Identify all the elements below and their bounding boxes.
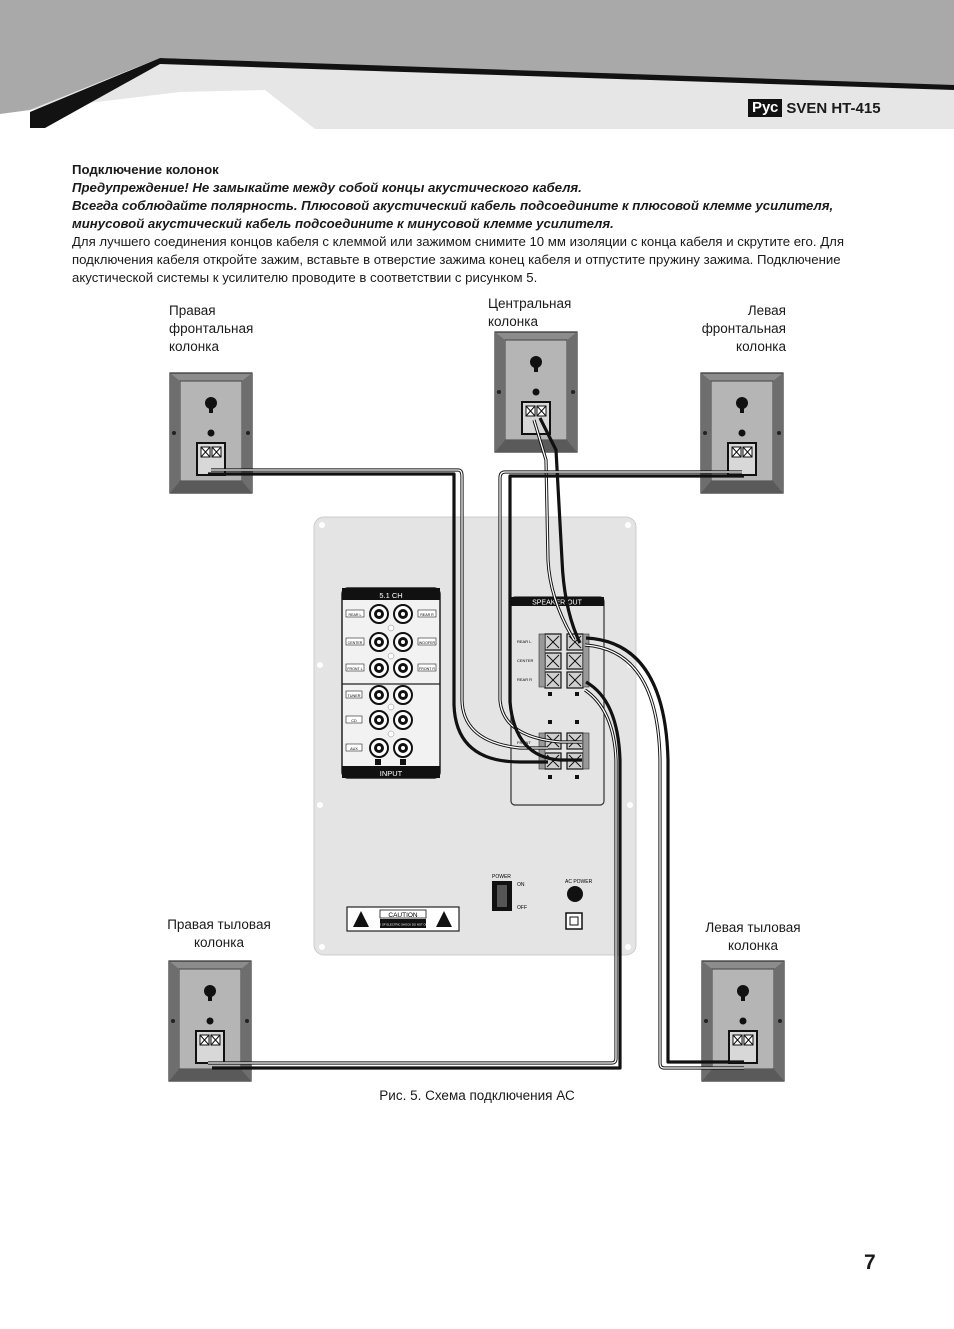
model-name: SVEN HT-415 — [786, 99, 881, 117]
input-jack-row-3: FRONT L FRONT R — [345, 658, 437, 678]
aux-jack-tuner: TUNER — [345, 685, 413, 705]
jack-label-rear-r: REAR R — [420, 613, 434, 617]
label-front-right: Правая фронтальная колонка — [169, 303, 254, 354]
warning-text: Предупреждение! Не замыкайте между собой… — [72, 180, 582, 195]
body-text: Для лучшего соединения концов кабеля с к… — [72, 234, 844, 285]
header-band — [0, 0, 954, 140]
power-switch: POWER ON OFF — [492, 874, 527, 911]
speaker-out-block: SPEAKER OUT REAR L CENTER REAR R FRONT — [510, 596, 605, 806]
power-on-label: ON — [517, 882, 525, 888]
label-rear-right: Правая тыловая колонка — [167, 917, 271, 950]
polarity-text: Всегда соблюдайте полярность. Плюсовой а… — [72, 198, 834, 231]
input-block: 5.1 CH INPUT REAR L REAR R CENTER WOOFER — [341, 587, 441, 779]
label-center: Центральная колонка — [488, 296, 572, 329]
subwoofer-panel: 5.1 CH INPUT REAR L REAR R CENTER WOOFER — [313, 516, 637, 956]
label-front-left: Левая фронтальная колонка — [701, 303, 786, 354]
jack-label-front-r: FRONT R — [419, 667, 435, 671]
section-heading: Подключение колонок — [72, 162, 219, 177]
aux-jack-aux: AUX — [345, 738, 413, 758]
speaker-cables — [208, 417, 744, 1070]
aux-label-aux: AUX — [350, 747, 358, 751]
jack-label-front-l: FRONT L — [347, 667, 362, 671]
input-51-title: 5.1 CH — [379, 591, 402, 600]
power-off-label: OFF — [517, 905, 527, 911]
power-label: POWER — [492, 874, 511, 880]
caution-text: RISK OF ELECTRIC SHOCK DO NOT OPEN — [375, 923, 432, 927]
page-number: 7 — [864, 1251, 876, 1274]
input-title: INPUT — [380, 769, 403, 778]
jack-label-woofer: WOOFER — [419, 641, 436, 645]
aux-label-tuner: TUNER — [347, 694, 360, 698]
input-jack-row-1: REAR L REAR R — [345, 604, 437, 624]
caution-label: CAUTION RISK OF ELECTRIC SHOCK DO NOT OP… — [346, 906, 460, 932]
language-badge: Рус — [748, 99, 783, 117]
out-row-center: CENTER — [517, 658, 534, 663]
figure-caption: Рис. 5. Схема подключения АС — [379, 1088, 575, 1103]
jack-label-center: CENTER — [348, 641, 363, 645]
out-row-rear-r: REAR R — [517, 677, 532, 682]
label-rear-left: Левая тыловая колонка — [705, 920, 801, 953]
ac-power: AC POWER — [565, 879, 593, 930]
caution-title: CAUTION — [388, 912, 418, 919]
connection-diagram: 5.1 CH INPUT REAR L REAR R CENTER WOOFER — [168, 331, 785, 1082]
speaker-center — [494, 331, 578, 453]
jack-label-rear-l: REAR L — [349, 613, 362, 617]
aux-jack-cd: CD — [345, 710, 413, 730]
ac-power-label: AC POWER — [565, 879, 593, 885]
out-row-rear-l: REAR L — [517, 639, 532, 644]
input-jack-row-2: CENTER WOOFER — [345, 632, 437, 652]
aux-label-cd: CD — [351, 719, 357, 723]
header-title: Рус SVEN HT-415 — [748, 99, 881, 117]
